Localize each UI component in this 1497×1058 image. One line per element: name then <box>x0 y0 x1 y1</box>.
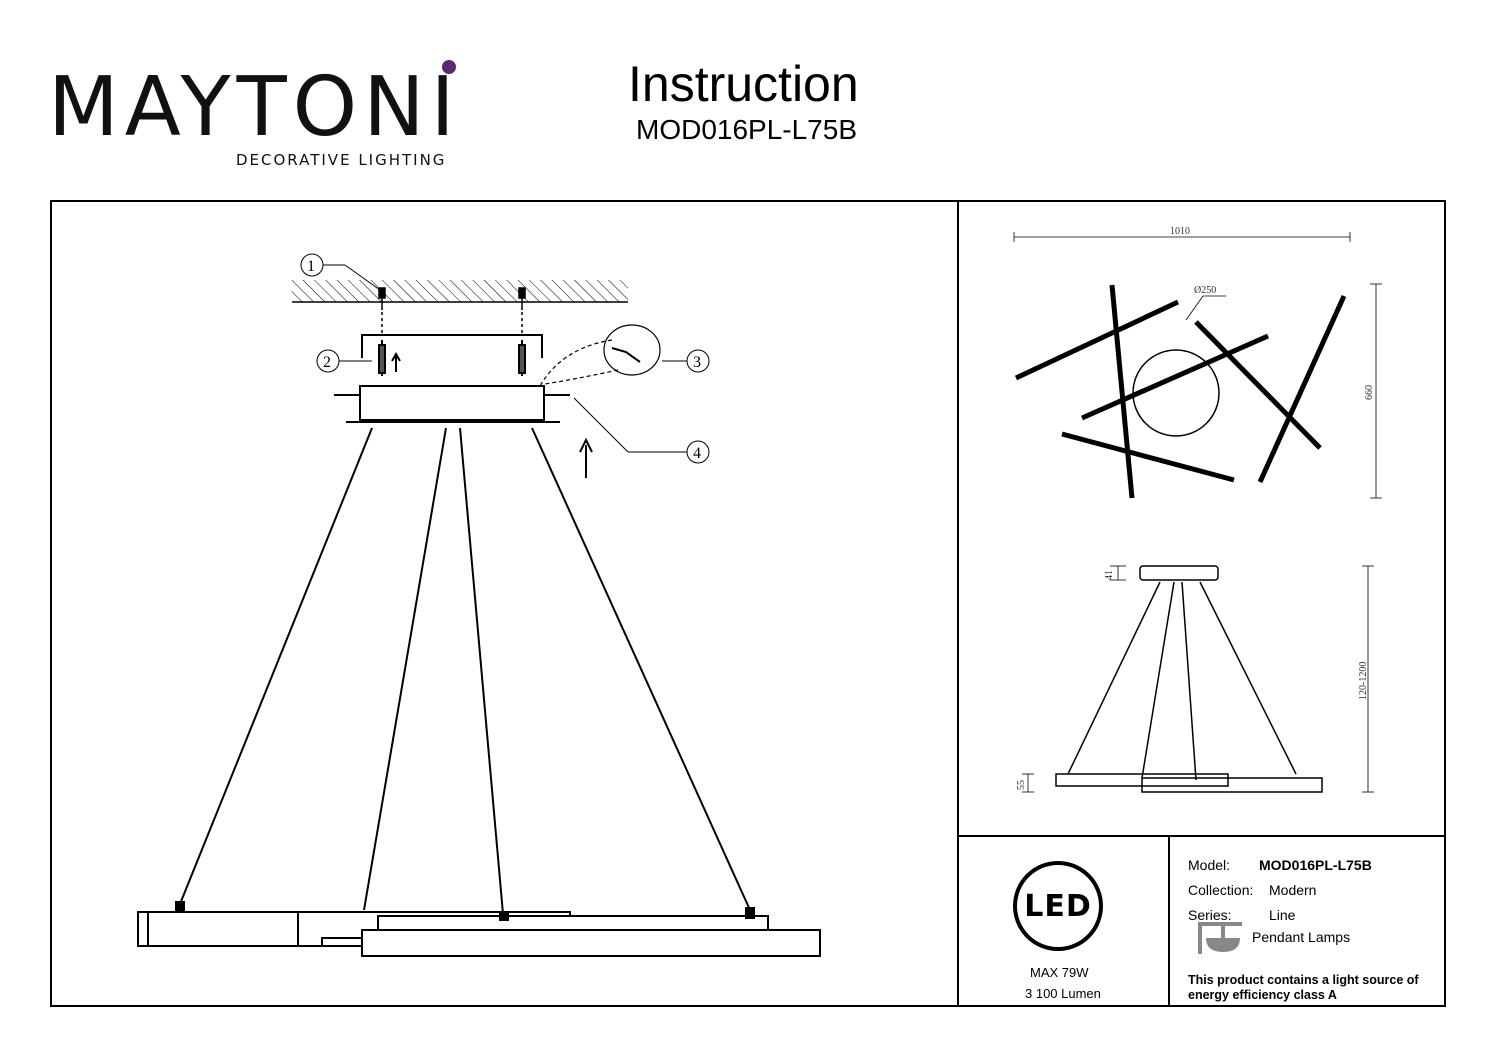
light-bars <box>137 901 821 957</box>
model-value: MOD016PL-L75B <box>1259 857 1372 873</box>
document-model: MOD016PL-L75B <box>636 114 858 145</box>
drawing-frame <box>50 200 1446 1007</box>
detail-magnifier <box>539 324 661 387</box>
led-lumen: 3 100 Lumen <box>1025 986 1101 1001</box>
model-label: Model: <box>1188 857 1231 873</box>
callout-3 <box>662 349 710 373</box>
mounting-bracket <box>361 334 543 376</box>
brand-dot-icon <box>442 60 456 74</box>
series-label: Series: <box>1188 907 1232 923</box>
lift-arrow-icon <box>579 437 593 478</box>
frame-divider-horizontal <box>957 835 1446 837</box>
document-title: Instruction <box>628 56 859 112</box>
canopy <box>334 385 570 423</box>
callout-4-label: 4 <box>693 445 701 462</box>
brand-name: MAYTONI <box>48 60 461 155</box>
callout-4 <box>573 397 710 464</box>
ceiling-screws <box>378 287 526 335</box>
dim-depth: 660 <box>1364 385 1375 400</box>
ceiling-hatch <box>292 280 628 303</box>
frame-divider-vertical <box>957 200 959 1007</box>
pendant-lamp-icon <box>1198 922 1242 954</box>
dim-body-height: 55 <box>1016 780 1027 790</box>
led-logo-text: LED <box>1024 888 1092 924</box>
collection-label: Collection: <box>1188 882 1254 898</box>
dim-canopy-height: 41 <box>1104 570 1115 580</box>
dim-canopy-diameter: Ø250 <box>1194 285 1216 296</box>
spec-divider <box>1168 835 1170 1007</box>
led-power: MAX 79W <box>1030 965 1089 980</box>
brand-tagline: DECORATIVE LIGHTING <box>236 151 447 169</box>
dim-width: 1010 <box>1170 226 1190 237</box>
suspension-cables <box>179 427 751 915</box>
top-view <box>1013 232 1382 499</box>
series-value: Line <box>1269 907 1296 923</box>
collection-value: Modern <box>1269 882 1317 898</box>
callout-1 <box>300 253 381 291</box>
energy-note: This product contains a light source of … <box>1188 973 1419 1002</box>
callout-2-label: 2 <box>323 354 331 371</box>
brand-logo: MAYTONI DECORATIVE LIGHTING <box>48 58 468 178</box>
callout-2 <box>316 349 372 373</box>
callout-3-label: 3 <box>693 354 701 371</box>
callout-1-label: 1 <box>307 258 315 275</box>
side-view <box>1022 565 1374 793</box>
led-logo: LED <box>1013 861 1103 951</box>
dim-suspension: 120-1200 <box>1358 662 1369 700</box>
type-value: Pendant Lamps <box>1252 929 1351 945</box>
